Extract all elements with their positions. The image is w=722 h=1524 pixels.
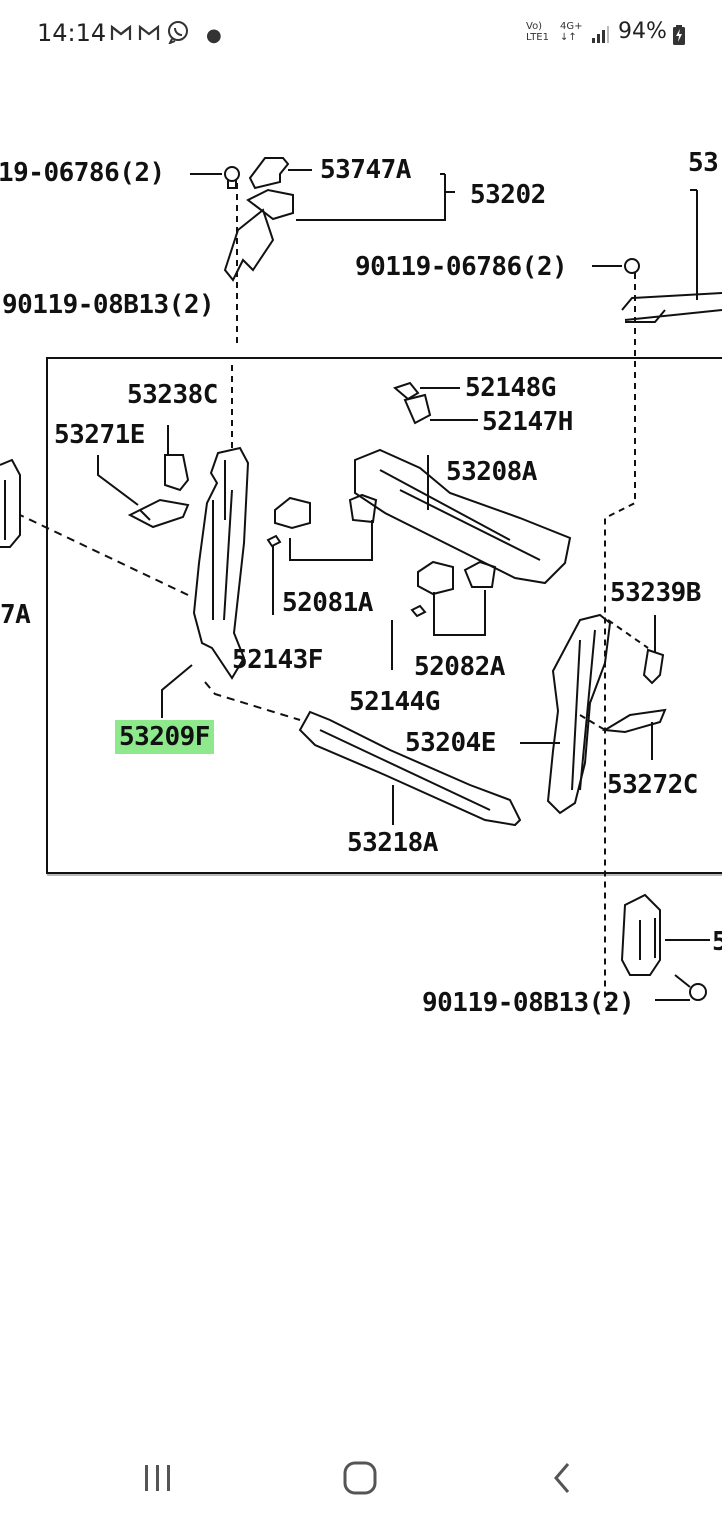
label-part-1: 19-06786(2): [0, 158, 165, 188]
parts-drawing: [0, 157, 722, 1011]
label-part-5: 90119-06786(2): [355, 252, 568, 282]
gmail-icon: [110, 22, 132, 48]
battery-level: 94%: [618, 19, 667, 44]
notification-icons: ●: [110, 20, 222, 50]
label-part-12: 53239B: [610, 578, 701, 608]
data-arrows: ↓↑: [560, 32, 577, 43]
status-bar: 14:14 ● Vo) LTE1 4G+ ↓↑ 94%: [0, 0, 722, 68]
label-part-9: 52147H: [482, 407, 573, 437]
label-part-16: 52082A: [414, 652, 505, 682]
data-type: 4G+: [560, 21, 583, 32]
label-part-22: 5: [712, 927, 722, 957]
label-part-2: 53747A: [320, 155, 411, 185]
label-part-11: 53208A: [446, 457, 537, 487]
label-part-23: 90119-08B13(2): [422, 988, 635, 1018]
battery-charging-icon: [673, 25, 685, 49]
navigation-bar: [0, 1440, 722, 1524]
recent-apps-button[interactable]: [128, 1458, 188, 1498]
label-part-17: 52144G: [349, 687, 440, 717]
label-part-highlighted: 53209F: [115, 720, 214, 754]
home-icon: [343, 1461, 377, 1495]
label-part-7: 53238C: [127, 380, 218, 410]
viber-icon: [166, 20, 190, 50]
volte-indicator: Vo) LTE1: [526, 21, 549, 43]
label-part-13: 52081A: [282, 588, 373, 618]
recent-apps-icon: [145, 1465, 170, 1491]
label-part-4: 53: [688, 148, 719, 178]
more-notifications-dot: ●: [206, 24, 222, 46]
label-part-15: 52143F: [232, 645, 323, 675]
label-part-10: 53271E: [54, 420, 145, 450]
signal-icon: [590, 24, 610, 48]
label-part-19: 53204E: [405, 728, 496, 758]
label-part-3: 53202: [470, 180, 546, 210]
label-part-20: 53272C: [607, 770, 698, 800]
volte-bottom: LTE1: [526, 32, 549, 43]
data-indicator: 4G+ ↓↑: [560, 21, 583, 43]
status-time: 14:14: [37, 19, 107, 47]
back-button[interactable]: [532, 1458, 592, 1498]
label-part-6: 90119-08B13(2): [2, 290, 215, 320]
gmail-icon: [138, 22, 160, 48]
back-icon: [554, 1463, 570, 1493]
assembly-box: [46, 357, 722, 874]
volte-top: Vo): [526, 21, 543, 32]
parts-diagram: 19-06786(2) 53747A 53202 53 90119-06786(…: [0, 70, 722, 1070]
label-part-21: 53218A: [347, 828, 438, 858]
label-part-8: 52148G: [465, 373, 556, 403]
label-part-14: 7A: [0, 600, 31, 630]
home-button[interactable]: [330, 1458, 390, 1498]
